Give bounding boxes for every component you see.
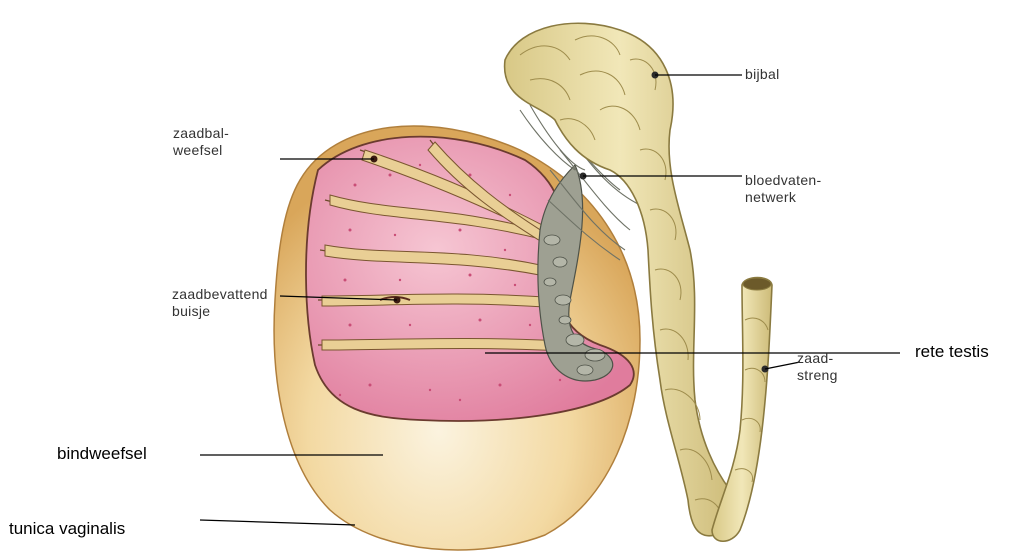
label-zaadbevattend-line1: zaadbevattend <box>172 286 268 303</box>
label-zaadstreng-line2: streng <box>797 367 838 384</box>
label-zaadbalweefsel-line1: zaadbal- <box>173 125 229 142</box>
label-bindweefsel: bindweefsel <box>57 444 147 464</box>
label-tunica-vaginalis: tunica vaginalis <box>9 519 125 539</box>
label-bloedvaten-line2: netwerk <box>745 189 821 206</box>
label-zaadbevattend-buisje: zaadbevattend buisje <box>172 286 268 320</box>
label-zaadbalweefsel: zaadbal- weefsel <box>173 125 229 159</box>
label-zaadstreng: zaad- streng <box>797 350 838 384</box>
label-rete-testis: rete testis <box>915 342 989 362</box>
label-zaadstreng-line1: zaad- <box>797 350 838 367</box>
label-zaadbalweefsel-line2: weefsel <box>173 142 229 159</box>
spermatic-cord <box>712 278 772 542</box>
label-zaadbevattend-line2: buisje <box>172 303 268 320</box>
label-bloedvatennetwerk: bloedvaten- netwerk <box>745 172 821 206</box>
label-bloedvaten-line1: bloedvaten- <box>745 172 821 189</box>
spermatic-cord-opening <box>743 278 771 290</box>
label-bijbal: bijbal <box>745 66 780 83</box>
